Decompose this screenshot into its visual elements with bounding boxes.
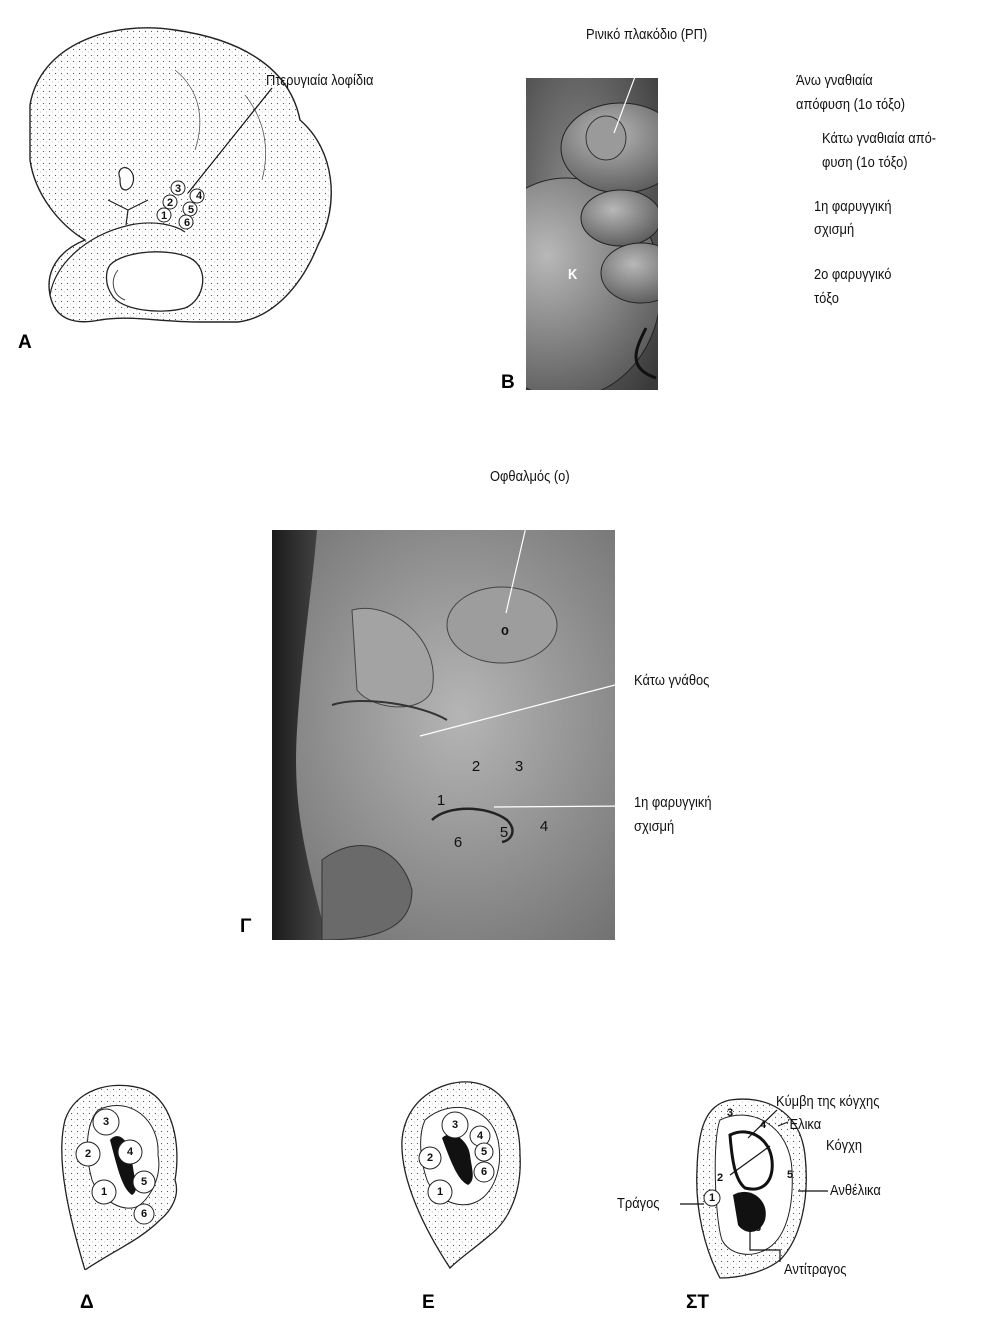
ear-stage-e: 1 2 3 4 5 6: [401, 1081, 521, 1270]
panel-letter-d: Δ: [80, 1292, 94, 1313]
sem-photo-b: [526, 78, 658, 390]
label-helix: Έλικα: [788, 1116, 822, 1133]
d-hillock-1: 1: [101, 1186, 107, 1198]
label-first-cleft-g-line1: 1η φαρυγγική: [634, 794, 712, 811]
panel-letter-b: B: [501, 372, 515, 393]
d-hillock-2: 2: [85, 1148, 91, 1160]
g-hillock-5: 5: [500, 824, 508, 841]
g-hillock-2: 2: [472, 758, 480, 775]
label-maxillary-line1: Άνω γναθιαία: [796, 72, 873, 89]
e-hillock-6: 6: [481, 1166, 487, 1178]
st-hillock-1: 1: [709, 1192, 715, 1204]
g-hillock-6: 6: [454, 834, 462, 851]
hillock-4: 4: [196, 190, 203, 202]
hillock-numbers-g: 1 2 3 4 5 6: [437, 758, 548, 851]
panel-st: 1 2 3 4 5 6 Κύμβη της κόγχης Έλικα Κόγχη…: [600, 1080, 987, 1338]
panel-a: 1 2 3 4 5 6 Πτερυγιαία λοφίδια A: [0, 0, 440, 360]
label-antihelix: Ανθέλικα: [830, 1182, 881, 1199]
e-hillock-4: 4: [477, 1130, 484, 1142]
panel-b: Κ Ρινικό πλακόδιο (ΡΠ) Άνω γναθιαία απόφ…: [500, 20, 987, 400]
panel-letter-e: Ε: [422, 1292, 435, 1313]
g-hillock-3: 3: [515, 758, 523, 775]
e-hillock-3: 3: [452, 1119, 458, 1131]
label-auricular-hillocks: Πτερυγιαία λοφίδια: [266, 72, 374, 89]
e-hillock-1: 1: [437, 1186, 443, 1198]
label-mandible: Κάτω γνάθος: [634, 672, 710, 689]
g-hillock-4: 4: [540, 818, 548, 835]
label-tragus: Τράγος: [617, 1195, 660, 1212]
leaders-g: [419, 487, 635, 808]
label-second-arch-line1: 2ο φαρυγγικό: [814, 266, 892, 283]
embryo-drawing: 1 2 3 4 5 6: [29, 27, 332, 323]
sem-photo-g: [272, 530, 615, 940]
label-first-cleft-g-line2: σχισμή: [634, 818, 675, 835]
e-hillock-5: 5: [481, 1146, 487, 1158]
st-hillock-4: 4: [760, 1119, 767, 1131]
st-hillock-5: 5: [787, 1169, 793, 1181]
hillock-3: 3: [175, 183, 181, 195]
leader-hillocks: [187, 87, 273, 194]
hillock-1: 1: [161, 210, 167, 222]
panel-e: 1 2 3 4 5 6 Ε: [380, 1070, 640, 1330]
panel-letter-g: Γ: [240, 916, 252, 937]
label-first-cleft-line1: 1η φαρυγγική: [814, 198, 892, 215]
panel-d: 1 2 3 4 5 6 Δ: [40, 1070, 300, 1330]
label-concha: Κόγχη: [826, 1137, 863, 1154]
ear-stage-st: 1 2 3 4 5 6: [680, 1098, 828, 1279]
hillock-2: 2: [167, 197, 173, 209]
st-hillock-2: 2: [717, 1172, 723, 1184]
label-cymba-conchae: Κύμβη της κόγχης: [776, 1093, 880, 1110]
label-mandibular-line2: φυση (1ο τόξο): [822, 154, 908, 171]
d-hillock-6: 6: [141, 1208, 147, 1220]
d-hillock-3: 3: [103, 1116, 109, 1128]
hillock-6: 6: [184, 217, 190, 229]
leaders-b: [613, 49, 806, 276]
eye-mark-o: ο: [501, 622, 509, 639]
ear-stage-d: 1 2 3 4 5 6: [61, 1084, 178, 1270]
label-antitragus: Αντίτραγος: [784, 1261, 847, 1278]
e-hillock-2: 2: [427, 1152, 433, 1164]
label-mandibular-line1: Κάτω γναθιαία από-: [822, 130, 937, 147]
label-second-arch-line2: τόξο: [814, 290, 839, 307]
hillock-5: 5: [188, 204, 194, 216]
d-hillock-4: 4: [127, 1146, 134, 1158]
leaders-st: [680, 1109, 828, 1262]
label-first-cleft-line2: σχισμή: [814, 221, 855, 238]
d-hillock-5: 5: [141, 1176, 147, 1188]
panel-g: Οφθαλμός (ο) ο Κάτω γνάθος 1η φαρυγγική …: [230, 450, 790, 950]
panel-letter-a: A: [18, 332, 32, 353]
photo-mark-k: Κ: [568, 266, 578, 283]
label-eye: Οφθαλμός (ο): [490, 468, 570, 485]
st-hillock-3: 3: [727, 1107, 733, 1119]
label-nasal-placode: Ρινικό πλακόδιο (ΡΠ): [586, 26, 708, 43]
st-hillock-6: 6: [755, 1222, 761, 1234]
panel-letter-st: ΣΤ: [686, 1292, 710, 1313]
g-hillock-1: 1: [437, 792, 445, 809]
label-maxillary-line2: απόφυση (1ο τόξο): [796, 96, 906, 113]
hillocks-a: 1 2 3 4 5 6: [156, 180, 205, 230]
